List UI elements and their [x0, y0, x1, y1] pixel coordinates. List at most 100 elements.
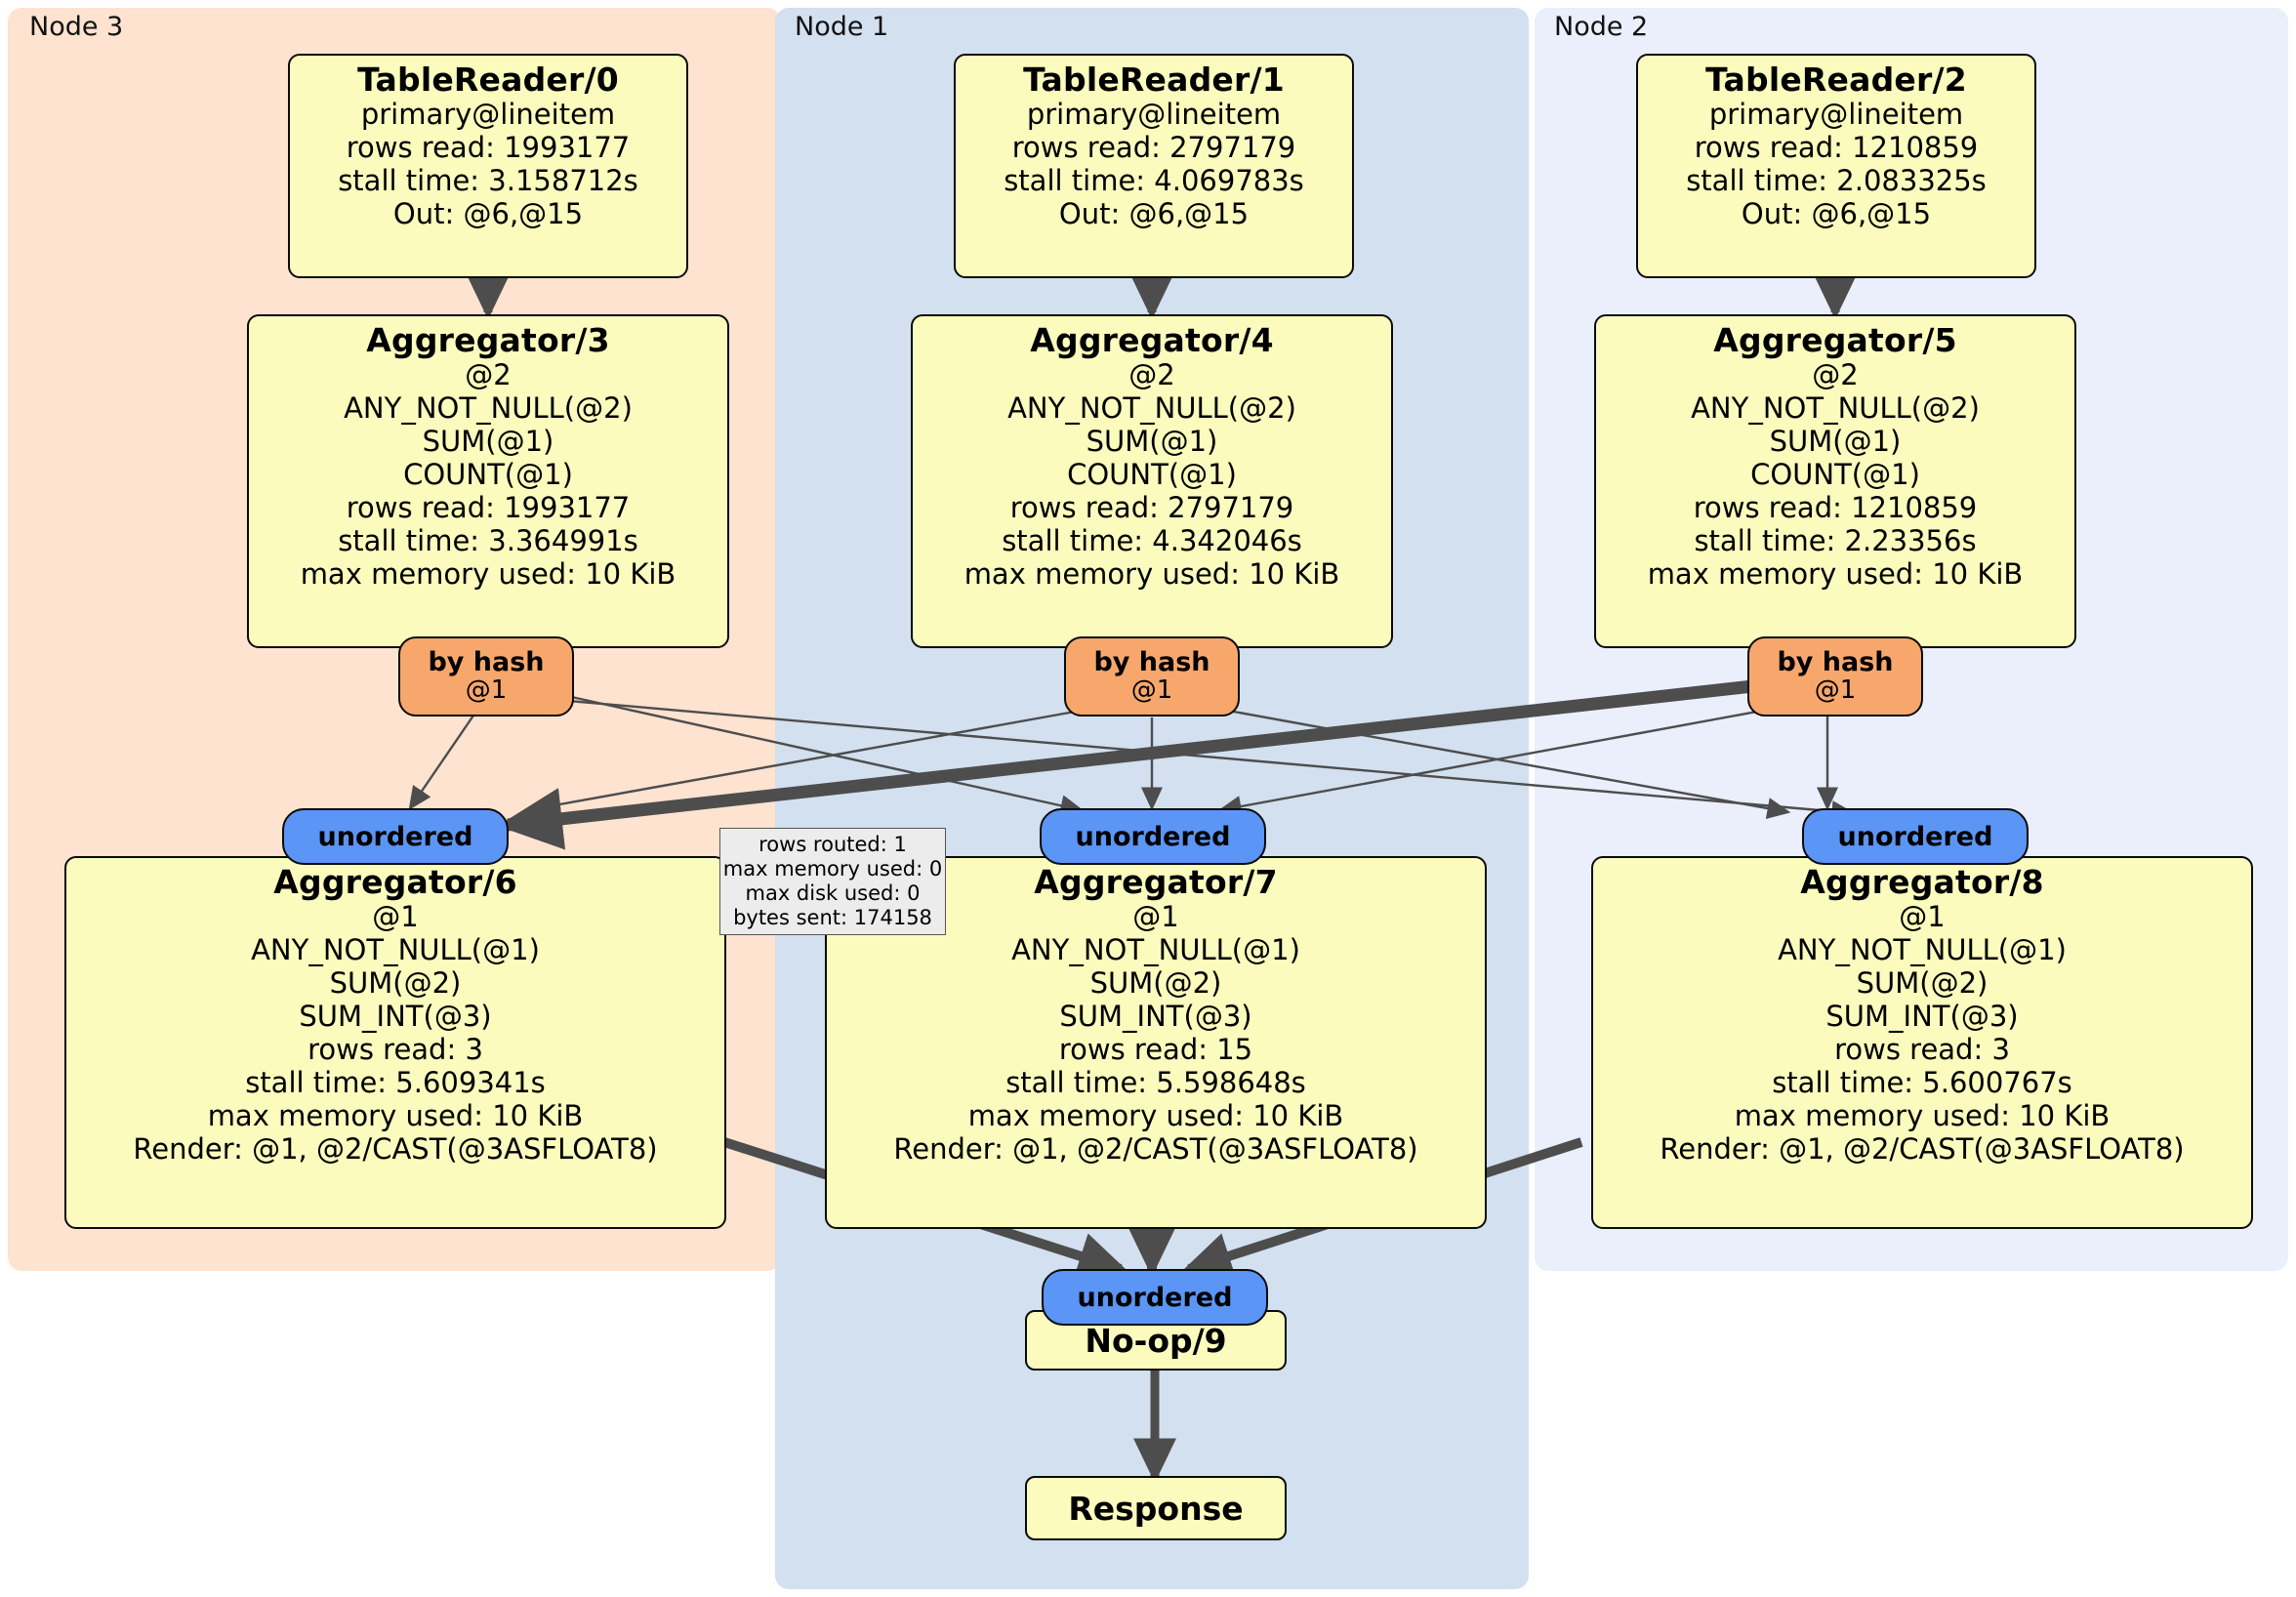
operator-title: TableReader/2 [1705, 61, 1967, 99]
operator-detail: @2 [465, 358, 512, 392]
operator-detail: SUM(@1) [1086, 425, 1218, 459]
operator-detail: ANY_NOT_NULL(@1) [251, 933, 540, 967]
operator-detail: primary@lineitem [1708, 98, 1964, 132]
operator-tablereader-1[interactable]: TableReader/1 primary@lineitem rows read… [954, 54, 1354, 278]
operator-detail: max memory used: 10 KiB [207, 1098, 584, 1132]
operator-detail: stall time: 3.364991s [338, 523, 638, 557]
edge-stat-bytes-sent: bytes sent: 174158 [733, 905, 932, 929]
operator-detail: @1 [1899, 900, 1946, 934]
edge-stat-max-memory: max memory used: 0 [722, 857, 943, 881]
operator-detail: COUNT(@1) [1750, 458, 1920, 492]
operator-response[interactable]: Response [1025, 1476, 1287, 1540]
operator-detail: rows read: 2797179 [1009, 490, 1294, 524]
operator-title: Aggregator/3 [366, 321, 610, 359]
operator-detail: SUM_INT(@3) [299, 1000, 492, 1034]
operator-detail: max memory used: 10 KiB [1647, 556, 2024, 591]
operator-detail: stall time: 5.600767s [1772, 1065, 2072, 1099]
edge-stat-max-disk: max disk used: 0 [745, 881, 921, 905]
operator-aggregator-3[interactable]: Aggregator/3 @2 ANY_NOT_NULL(@2) SUM(@1)… [247, 314, 729, 648]
synchronizer-label: unordered [1837, 821, 1993, 852]
operator-detail: stall time: 2.23356s [1694, 523, 1977, 557]
router-by-hash-node-3[interactable]: by hash @1 [398, 636, 574, 717]
operator-detail: ANY_NOT_NULL(@2) [1691, 391, 1980, 426]
router-column: @1 [465, 675, 508, 705]
synchronizer-unordered-node-3[interactable]: unordered [282, 808, 509, 865]
router-kind: by hash [428, 647, 545, 678]
operator-title: Aggregator/8 [1800, 863, 2044, 901]
operator-aggregator-6[interactable]: Aggregator/6 @1 ANY_NOT_NULL(@1) SUM(@2)… [64, 856, 726, 1229]
operator-detail: COUNT(@1) [403, 458, 573, 492]
router-column: @1 [1814, 675, 1857, 705]
operator-aggregator-5[interactable]: Aggregator/5 @2 ANY_NOT_NULL(@2) SUM(@1)… [1594, 314, 2076, 648]
operator-title: No-op/9 [1085, 1321, 1227, 1360]
operator-detail: SUM(@1) [422, 425, 554, 459]
operator-detail: rows read: 15 [1058, 1032, 1253, 1066]
operator-title: Aggregator/6 [273, 863, 517, 901]
operator-detail: @1 [372, 900, 419, 934]
operator-detail: rows read: 3 [1834, 1032, 2010, 1066]
operator-detail: primary@lineitem [1026, 98, 1282, 132]
cluster-label-node-2: Node 2 [1554, 12, 1649, 42]
operator-detail: max memory used: 10 KiB [964, 556, 1340, 591]
operator-detail: stall time: 4.342046s [1002, 523, 1302, 557]
operator-detail: rows read: 2797179 [1011, 131, 1296, 165]
operator-detail: rows read: 1993177 [346, 490, 631, 524]
operator-title: Aggregator/5 [1713, 321, 1957, 359]
operator-detail: Out: @6,@15 [1741, 197, 1932, 231]
operator-detail: SUM_INT(@3) [1059, 1000, 1252, 1034]
operator-detail: Out: @6,@15 [1058, 197, 1250, 231]
router-by-hash-node-2[interactable]: by hash @1 [1747, 636, 1923, 717]
router-kind: by hash [1777, 647, 1894, 678]
operator-title: TableReader/1 [1023, 61, 1285, 99]
operator-detail: rows read: 1210859 [1694, 131, 1979, 165]
operator-detail: stall time: 2.083325s [1686, 164, 1987, 198]
operator-detail: rows read: 1210859 [1693, 490, 1978, 524]
operator-detail: primary@lineitem [360, 98, 616, 132]
operator-detail: SUM(@2) [1089, 966, 1222, 1001]
operator-tablereader-0[interactable]: TableReader/0 primary@lineitem rows read… [288, 54, 688, 278]
operator-detail: max memory used: 10 KiB [300, 556, 676, 591]
operator-detail: ANY_NOT_NULL(@2) [344, 391, 633, 426]
operator-title: Aggregator/7 [1034, 863, 1278, 901]
operator-detail: COUNT(@1) [1067, 458, 1237, 492]
edge-stats-label: rows routed: 1 max memory used: 0 max di… [719, 828, 946, 935]
router-by-hash-node-1[interactable]: by hash @1 [1064, 636, 1240, 717]
operator-title: TableReader/0 [357, 61, 619, 99]
operator-detail: stall time: 5.598648s [1005, 1065, 1306, 1099]
router-column: @1 [1130, 675, 1173, 705]
cluster-label-node-1: Node 1 [795, 12, 889, 42]
operator-detail: stall time: 4.069783s [1004, 164, 1304, 198]
operator-detail: Render: @1, @2/CAST(@3ASFLOAT8) [133, 1131, 658, 1166]
operator-detail: ANY_NOT_NULL(@1) [1778, 933, 2067, 967]
synchronizer-unordered-final[interactable]: unordered [1042, 1269, 1268, 1326]
operator-aggregator-4[interactable]: Aggregator/4 @2 ANY_NOT_NULL(@2) SUM(@1)… [911, 314, 1393, 648]
operator-title: Aggregator/4 [1030, 321, 1274, 359]
operator-detail: max memory used: 10 KiB [967, 1098, 1344, 1132]
operator-detail: ANY_NOT_NULL(@1) [1011, 933, 1300, 967]
router-kind: by hash [1093, 647, 1210, 678]
operator-aggregator-8[interactable]: Aggregator/8 @1 ANY_NOT_NULL(@1) SUM(@2)… [1591, 856, 2253, 1229]
operator-detail: SUM(@2) [1856, 966, 1988, 1001]
operator-detail: Render: @1, @2/CAST(@3ASFLOAT8) [893, 1131, 1418, 1166]
operator-detail: Render: @1, @2/CAST(@3ASFLOAT8) [1660, 1131, 2185, 1166]
operator-detail: SUM(@1) [1769, 425, 1902, 459]
operator-detail: @1 [1132, 900, 1179, 934]
synchronizer-label: unordered [1075, 821, 1231, 852]
operator-detail: ANY_NOT_NULL(@2) [1007, 391, 1296, 426]
synchronizer-unordered-node-1[interactable]: unordered [1040, 808, 1266, 865]
operator-detail: rows read: 3 [308, 1032, 483, 1066]
edge-stat-rows-routed: rows routed: 1 [758, 833, 907, 857]
synchronizer-unordered-node-2[interactable]: unordered [1802, 808, 2029, 865]
operator-tablereader-2[interactable]: TableReader/2 primary@lineitem rows read… [1636, 54, 2036, 278]
synchronizer-label: unordered [317, 821, 473, 852]
operator-detail: stall time: 5.609341s [245, 1065, 546, 1099]
operator-detail: @2 [1128, 358, 1175, 392]
operator-title: Response [1068, 1489, 1244, 1528]
operator-detail: max memory used: 10 KiB [1734, 1098, 2111, 1132]
operator-detail: SUM(@2) [329, 966, 462, 1001]
operator-detail: SUM_INT(@3) [1825, 1000, 2019, 1034]
operator-detail: Out: @6,@15 [392, 197, 584, 231]
operator-detail: stall time: 3.158712s [338, 164, 638, 198]
synchronizer-label: unordered [1077, 1282, 1233, 1313]
